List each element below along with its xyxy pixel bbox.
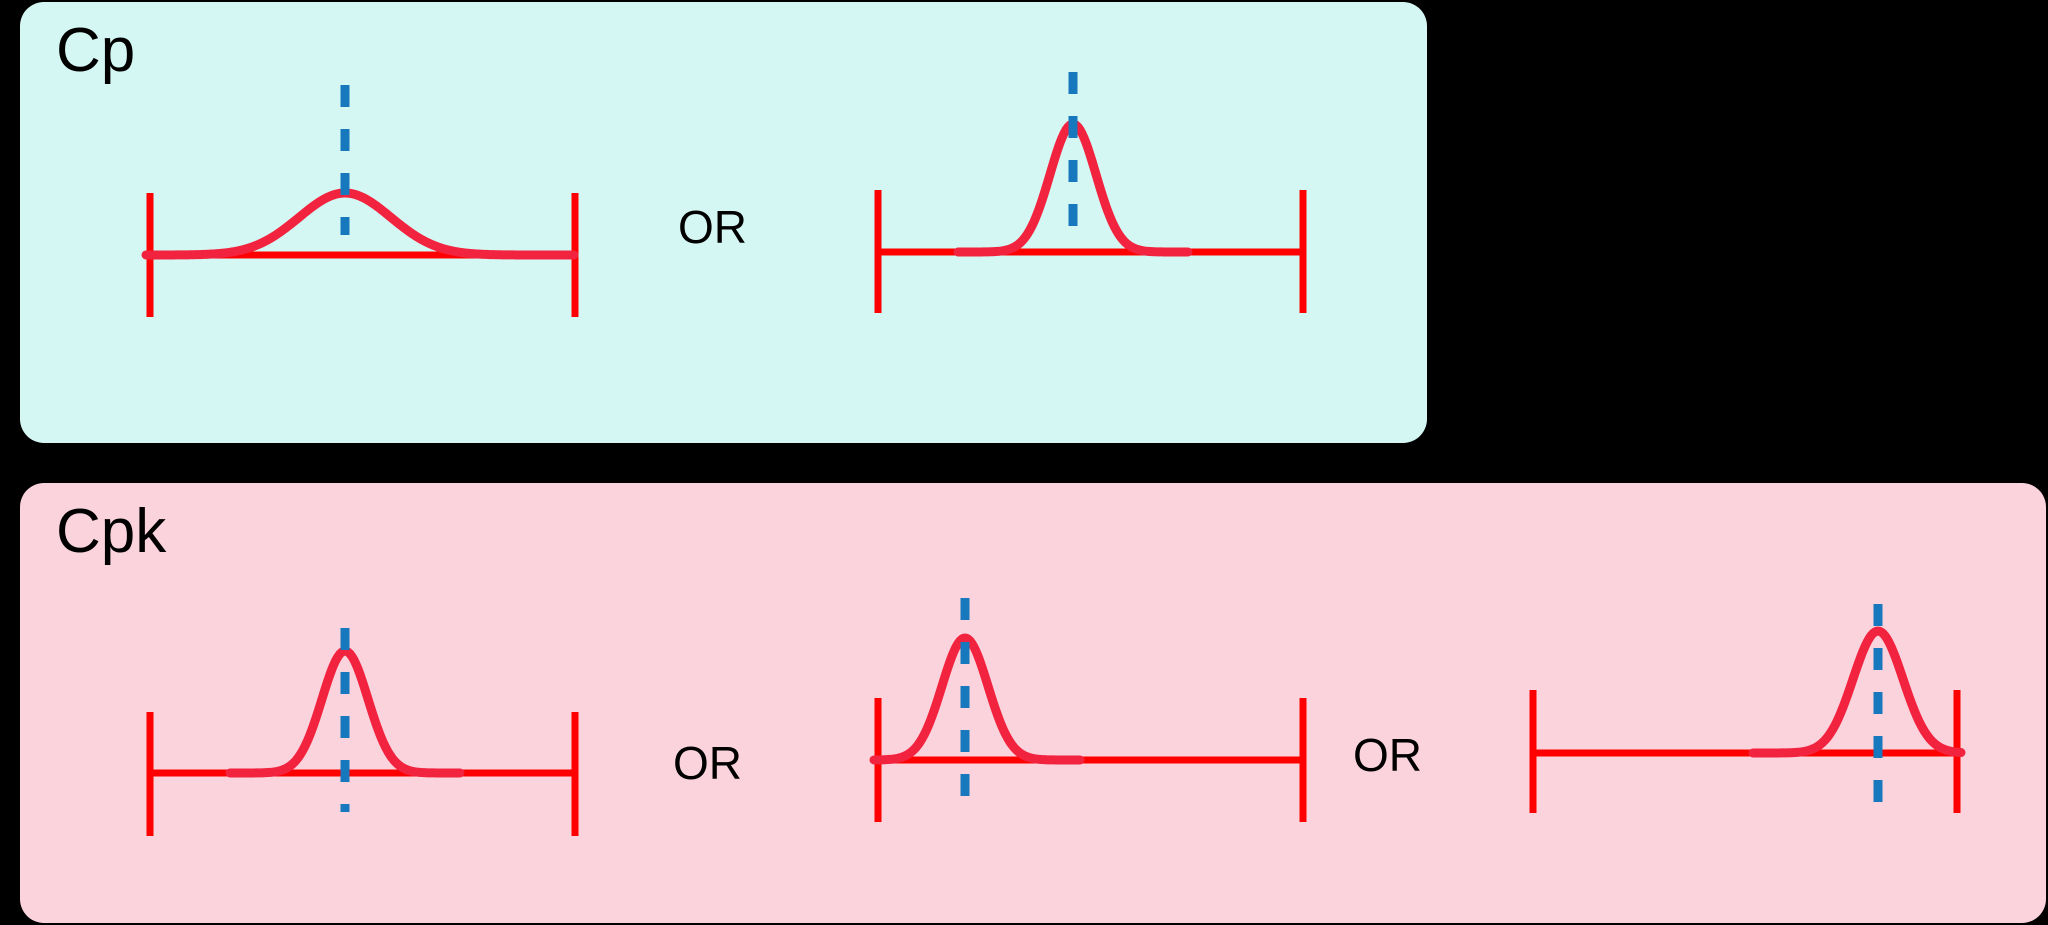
distribution-curve (1748, 626, 1966, 758)
cp-panel-title: Cp (56, 16, 136, 85)
capability-chart-cpk-chart-3 (1529, 604, 1966, 813)
capability-chart-cpk-chart-1 (146, 628, 579, 836)
or-label-cpk-2: OR (1353, 729, 1422, 781)
or-label-cp-1: OR (678, 201, 747, 253)
capability-chart-cpk-chart-2 (869, 598, 1307, 822)
cpk-panel: Cpk (20, 483, 2046, 923)
distribution-curve (225, 646, 465, 778)
distribution-curve (953, 119, 1193, 257)
or-label-cpk-1: OR (673, 737, 742, 789)
capability-chart-cp-chart-2 (874, 72, 1307, 313)
distribution-curve (141, 188, 579, 260)
cpk-panel-title: Cpk (56, 497, 167, 566)
cp-panel: Cp (20, 2, 1427, 443)
capability-chart-cp-chart-1 (141, 85, 579, 317)
distribution-curve (869, 633, 1085, 765)
